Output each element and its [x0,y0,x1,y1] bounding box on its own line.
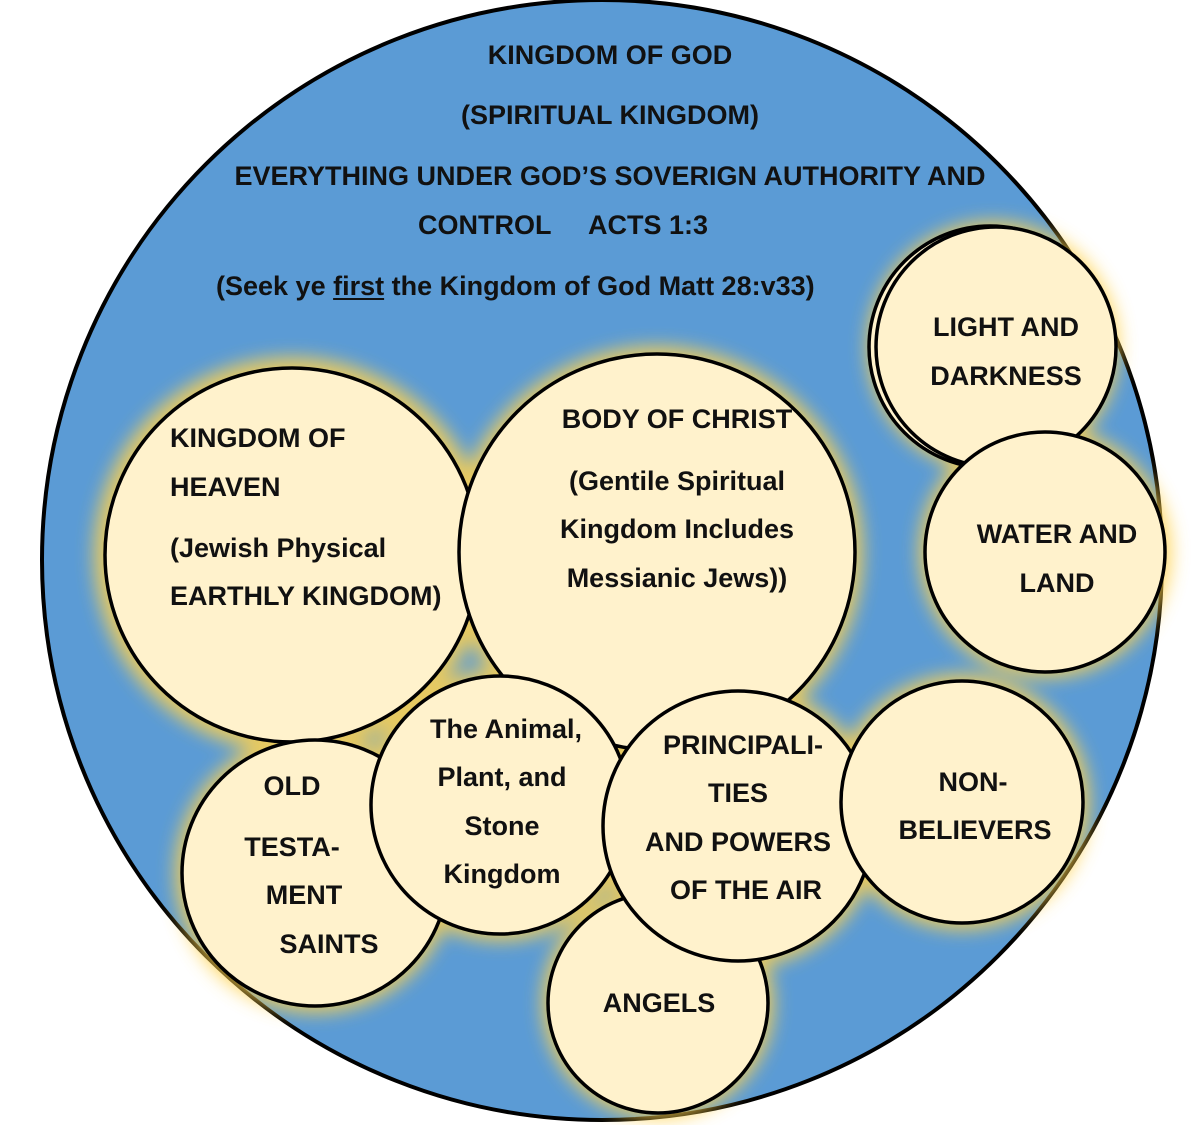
animal-kingdom-label-1: The Animal, [429,714,583,744]
animal-kingdom-label-4: Kingdom [443,859,561,889]
principalities-label-3: AND POWERS [644,827,831,857]
body-of-christ-label: BODY OF CHRIST [561,404,793,434]
header-quote-emphasis: first [333,271,385,301]
header-subtitle: (SPIRITUAL KINGDOM) [461,100,759,130]
header-quote-start: (Seek ye [216,271,334,301]
light-and-darkness-circle [874,225,1118,469]
principalities-label-1: PRINCIPALI- [663,730,823,760]
non-believers-label-1: NON- [938,767,1008,797]
old-testament-saints-label-1: OLD [263,771,321,801]
non-believers-label-2: BELIEVERS [898,815,1052,845]
light-and-darkness-label-2: DARKNESS [930,361,1082,391]
water-and-land-label: WATER AND [976,519,1138,549]
principalities-label-4: OF THE AIR [670,875,822,905]
angels-label: ANGELS [602,988,716,1018]
kingdom-of-heaven-label: KINGDOM OF [170,423,346,453]
body-of-christ-desc-1: (Gentile Spiritual [568,466,786,496]
water-and-land-circle [923,430,1167,674]
kingdom-of-heaven-desc-1: (Jewish Physical [170,533,387,563]
old-testament-saints-label-4: SAINTS [279,929,379,959]
non-believers-circle [839,679,1085,925]
body-of-christ-desc-2: Kingdom Includes [559,514,794,544]
body-of-christ-desc-3: Messianic Jews)) [566,563,788,593]
header-quote: (Seek ye first the Kingdom of God Matt 2… [216,272,815,301]
old-testament-saints-label-3: MENT [265,880,343,910]
principalities-label-2: TIES [707,778,768,808]
kingdom-of-heaven-label-2: HEAVEN [170,472,281,502]
animal-kingdom-label-2: Plant, and [437,762,567,792]
light-and-darkness-label: LIGHT AND [933,312,1079,342]
header-control: CONTROL [418,210,552,240]
header-quote-end: the Kingdom of God Matt 28:v33) [384,271,815,301]
kingdom-of-heaven-desc-2: EARTHLY KINGDOM) [170,581,442,611]
header-scripture: ACTS 1:3 [588,210,709,240]
old-testament-saints-label-2: TESTA- [244,832,340,862]
water-and-land-label-2: LAND [1019,568,1095,598]
header-title: KINGDOM OF GOD [487,40,733,70]
animal-kingdom-label-3: Stone [464,811,540,841]
header-description: EVERYTHING UNDER GOD’S SOVERIGN AUTHORIT… [234,161,986,191]
